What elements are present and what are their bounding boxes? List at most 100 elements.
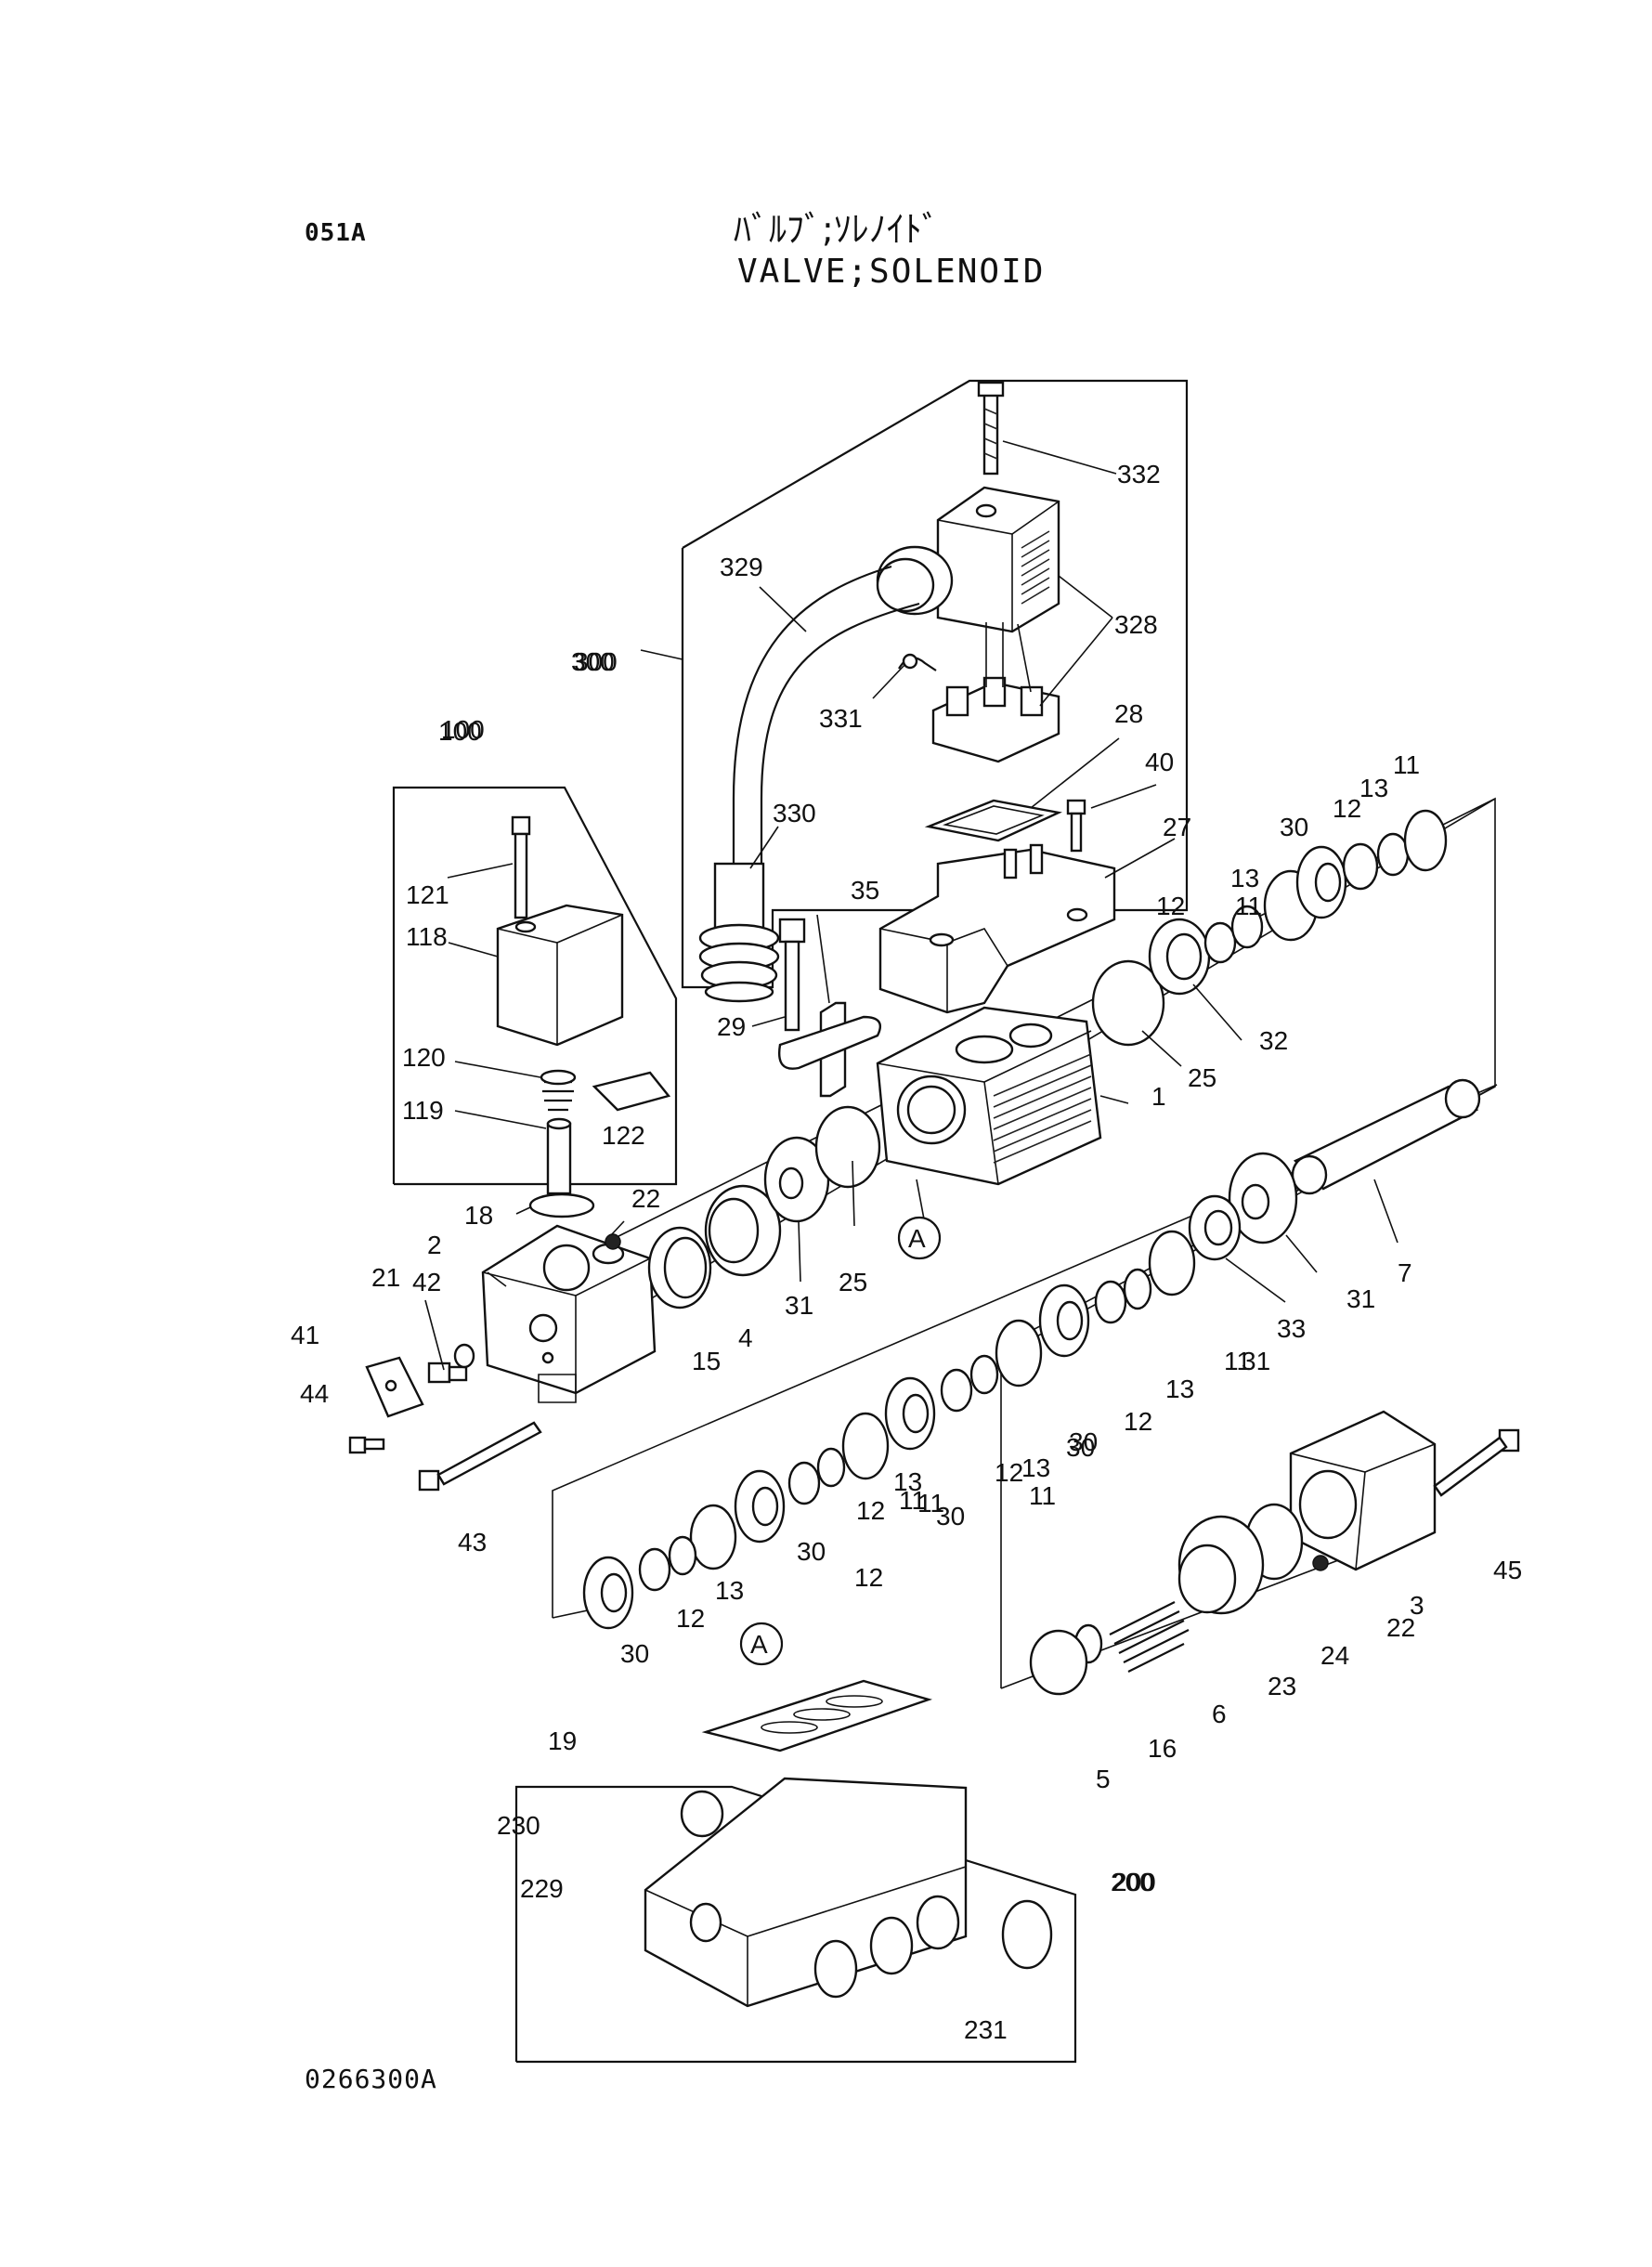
group-label-200: 200 (1112, 1868, 1156, 1896)
backup-ring-13-upper2 (1376, 832, 1410, 877)
title-japanese: ﾊﾞﾙﾌﾞ;ｿﾚﾉｲﾄﾞ (734, 209, 940, 250)
reference-circle-a (739, 1622, 784, 1666)
callout-35: 35 (851, 876, 879, 905)
spacer-30-lowest (582, 1556, 634, 1630)
group-label-300: 300 (571, 647, 615, 676)
callout-31: 31 (1242, 1347, 1270, 1375)
callout-27: 27 (1163, 813, 1191, 841)
callout-4: 4 (738, 1323, 753, 1352)
callout-11: 11 (1393, 750, 1420, 779)
callout-25: 25 (839, 1268, 867, 1296)
callout-30: 30 (936, 1502, 965, 1531)
plate-122 (592, 1071, 671, 1112)
callout-A: A (750, 1630, 768, 1659)
callout-329: 329 (720, 553, 763, 581)
callout-30: 30 (620, 1639, 649, 1668)
screw-40 (1066, 799, 1086, 853)
terminal-block-328 (931, 622, 1060, 763)
callout-121: 121 (406, 880, 449, 909)
spring-6 (1109, 1601, 1190, 1673)
ring-12-mid3 (787, 1461, 821, 1505)
screw-121 (511, 815, 531, 919)
plunger-119 (546, 1117, 572, 1195)
callout-11: 11 (1029, 1481, 1056, 1510)
ring-12-upper (1203, 921, 1237, 964)
gasket-19 (701, 1679, 932, 1752)
callout-44: 44 (300, 1379, 329, 1408)
nozzle-21 (427, 1362, 468, 1384)
adapter-body-2 (481, 1224, 657, 1403)
callout-31: 31 (1346, 1284, 1375, 1313)
o-ring-11-mid2 (995, 1319, 1043, 1388)
callout-12: 12 (676, 1604, 705, 1633)
ring-12-mid2 (940, 1368, 973, 1413)
callout-12: 12 (1156, 892, 1185, 920)
callout-11: 11 (917, 1489, 944, 1518)
spool-7 (1291, 1078, 1481, 1195)
gasket-28 (924, 799, 1062, 842)
drawing-code: 0266300A (305, 2064, 437, 2094)
reference-circle-a (897, 1216, 942, 1260)
callout-33: 33 (1277, 1314, 1306, 1343)
callout-331: 331 (819, 704, 863, 733)
spacer-30-mid2 (884, 1376, 936, 1451)
bolt-29 (778, 918, 806, 1032)
ring-12-low (638, 1547, 671, 1592)
callout-330: 330 (773, 799, 816, 827)
leader-lines (424, 440, 1398, 1371)
plug-22-right (1312, 1555, 1329, 1571)
bushing-31-rear (1228, 1152, 1298, 1244)
screw-44 (348, 1436, 385, 1454)
connector-housing-328 (876, 486, 1060, 633)
callout-13: 13 (1230, 864, 1259, 892)
connector-screw-332 (977, 381, 1005, 476)
callout-100: 100 (441, 715, 485, 744)
backup-ring-13-mid2 (969, 1354, 999, 1395)
callout-22: 22 (631, 1184, 660, 1213)
callout-300: 300 (574, 647, 618, 676)
callout-13: 13 (893, 1467, 922, 1496)
callout-13: 13 (715, 1576, 744, 1605)
backup-ring-13-mid3 (816, 1447, 846, 1488)
callout-328: 328 (1114, 610, 1158, 639)
piston-4 (704, 1184, 782, 1277)
cap-5 (1029, 1629, 1088, 1696)
spacer-30-mid (1038, 1283, 1090, 1358)
o-ring-42 (453, 1343, 475, 1369)
callout-12: 12 (854, 1563, 883, 1592)
spacer-30-low (734, 1469, 786, 1544)
callout-6: 6 (1212, 1700, 1227, 1728)
bolt-43 (418, 1421, 542, 1492)
callout-118: 118 (406, 922, 448, 951)
bolt-45 (1433, 1428, 1520, 1497)
plate-41 (365, 1356, 424, 1418)
bracket-35 (778, 1001, 882, 1098)
callout-28: 28 (1114, 699, 1143, 728)
callout-200: 200 (1111, 1868, 1154, 1896)
callout-11: 11 (1235, 892, 1262, 920)
callout-3: 3 (1410, 1591, 1424, 1620)
plug-230 (680, 1790, 724, 1838)
callout-15: 15 (692, 1347, 721, 1375)
cable-gland-330 (698, 862, 780, 1003)
plug-231 (1001, 1899, 1053, 1970)
callout-13: 13 (1359, 774, 1388, 802)
callout-22: 22 (1386, 1613, 1415, 1642)
callout-119: 119 (402, 1096, 444, 1125)
callout-19: 19 (548, 1726, 577, 1755)
callout-23: 23 (1268, 1672, 1296, 1700)
callout-332: 332 (1117, 460, 1161, 489)
group-100-outline (392, 786, 678, 1186)
wiper-seal-15 (647, 1226, 712, 1309)
cover-118 (496, 904, 624, 1047)
callout-13: 13 (1165, 1375, 1194, 1403)
backup-ring-13-mid (1123, 1268, 1152, 1310)
cap-25-rear (1091, 959, 1165, 1047)
callout-30: 30 (1069, 1427, 1098, 1456)
callout-11: 11 (1224, 1347, 1251, 1375)
callout-24: 24 (1320, 1641, 1349, 1670)
callout-21: 21 (371, 1263, 400, 1292)
coil-block-27 (878, 843, 1116, 1014)
plug-22-top (605, 1233, 621, 1250)
page-code: 051A (305, 219, 367, 247)
